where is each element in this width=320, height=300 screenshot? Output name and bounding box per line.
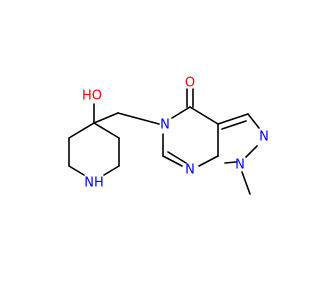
bond <box>241 171 251 195</box>
hydroxyl-label: HO <box>82 89 102 104</box>
bond <box>247 113 260 129</box>
bond <box>93 112 119 124</box>
pyrimidine-n7-label: N <box>185 163 195 178</box>
carbonyl-oxygen-label: O <box>185 76 195 91</box>
molecule-canvas: O HO N N N N NH <box>68 76 269 195</box>
bond <box>217 113 249 125</box>
piperidine-nh-label: NH <box>84 176 104 191</box>
pyrimidinone-n5-label: N <box>160 118 170 133</box>
bond <box>162 155 183 167</box>
bond <box>221 120 247 130</box>
pyrazole-n2-label: N <box>259 130 269 145</box>
pyrazole-n1-label: N <box>235 158 245 173</box>
bond <box>93 122 120 139</box>
bond <box>245 145 258 158</box>
bond <box>68 122 95 139</box>
bond <box>103 165 120 176</box>
bond <box>68 165 85 176</box>
bond <box>189 106 219 125</box>
bond <box>171 106 191 119</box>
bond <box>167 151 187 164</box>
molecule-structure: O HO N N N N NH <box>68 76 269 195</box>
bond <box>224 161 237 164</box>
bond <box>198 155 219 167</box>
bond <box>117 112 160 125</box>
